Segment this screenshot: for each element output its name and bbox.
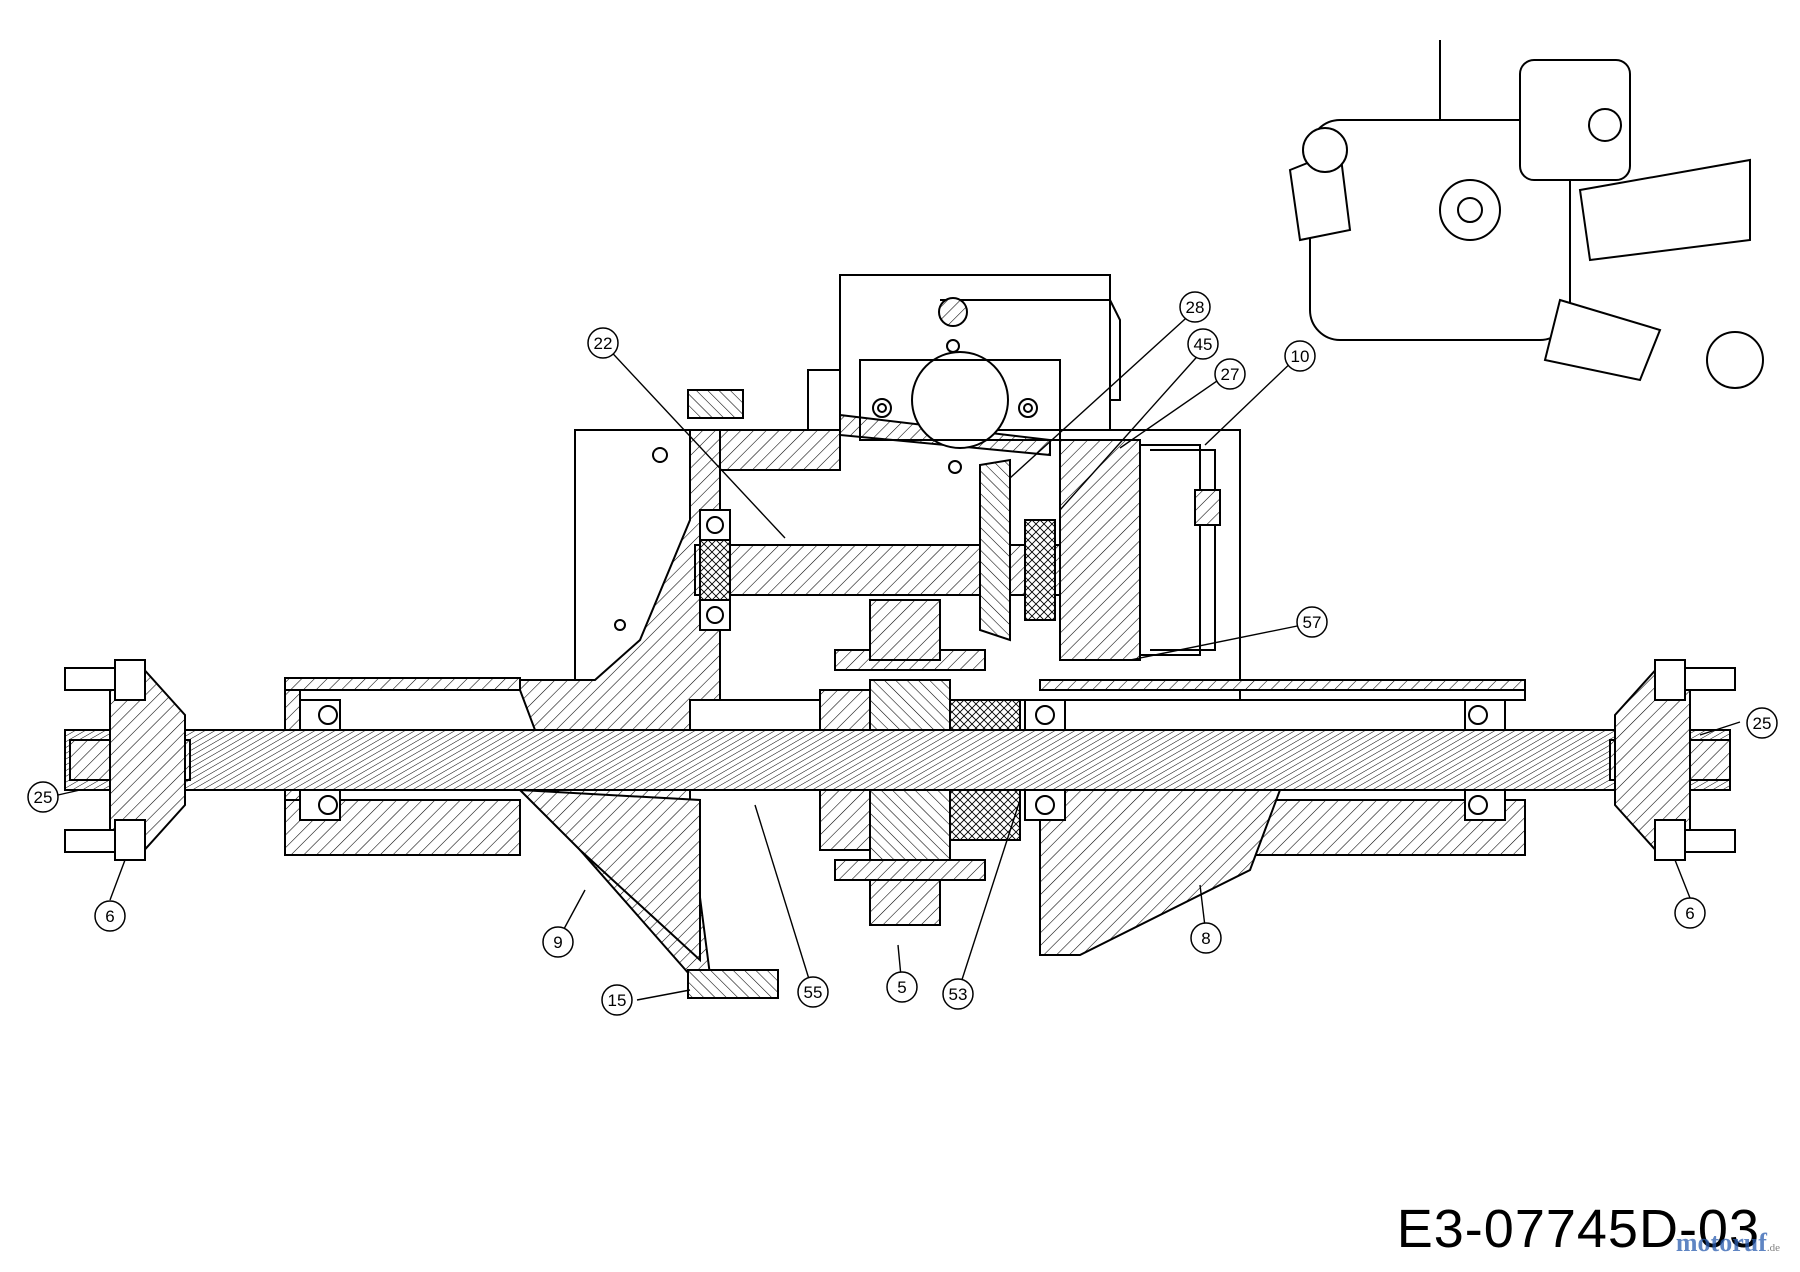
hub-left xyxy=(64,659,186,861)
callout-label: 22 xyxy=(594,334,613,353)
callout-circle xyxy=(1190,922,1222,954)
callout-label: 28 xyxy=(1186,298,1205,317)
callout-53: 53 xyxy=(942,978,974,1010)
callout-5: 5 xyxy=(886,971,918,1003)
callout-label: 5 xyxy=(897,978,906,997)
callout-label: 25 xyxy=(1753,714,1772,733)
callout-6-right: 6 xyxy=(1674,897,1706,929)
watermark-logo: motoruf.de xyxy=(1676,1228,1780,1258)
callout-label: 15 xyxy=(608,991,627,1010)
callout-circle xyxy=(1674,897,1706,929)
callout-8: 8 xyxy=(1190,922,1222,954)
callout-circle xyxy=(1187,328,1219,360)
callout-label: 10 xyxy=(1291,347,1310,366)
callout-57: 57 xyxy=(1296,606,1328,638)
leader-lines xyxy=(57,309,1741,1001)
watermark-tld: .de xyxy=(1766,1242,1780,1254)
callout-45: 45 xyxy=(1187,328,1219,360)
callout-label: 45 xyxy=(1194,335,1213,354)
callout-label: 57 xyxy=(1303,613,1322,632)
callout-label: 9 xyxy=(553,933,562,952)
hub-right xyxy=(1614,659,1736,861)
case-bolts xyxy=(687,389,779,999)
callout-circle xyxy=(1746,707,1778,739)
bearings xyxy=(299,509,1506,821)
callout-9: 9 xyxy=(542,926,574,958)
axle-shaft xyxy=(64,729,1731,791)
housing-left-half xyxy=(284,429,721,976)
callout-10: 10 xyxy=(1284,340,1316,372)
callout-circle xyxy=(94,900,126,932)
housing-right-half xyxy=(1039,679,1526,956)
callout-label: 6 xyxy=(1685,904,1694,923)
watermark-text: motoruf xyxy=(1675,1228,1767,1257)
callout-27: 27 xyxy=(1214,358,1246,390)
callout-label: 55 xyxy=(804,983,823,1002)
callout-circle xyxy=(1214,358,1246,390)
callout-28: 28 xyxy=(1179,291,1211,323)
isometric-inset xyxy=(1288,40,1764,389)
callout-6-left: 6 xyxy=(94,900,126,932)
callout-label: 27 xyxy=(1221,365,1240,384)
callout-circle xyxy=(797,976,829,1008)
callout-15: 15 xyxy=(601,984,633,1016)
callout-circle xyxy=(1179,291,1211,323)
callout-circle xyxy=(601,984,633,1016)
callout-circle xyxy=(886,971,918,1003)
callout-circle xyxy=(1296,606,1328,638)
callout-22: 22 xyxy=(587,327,619,359)
callout-circle xyxy=(942,978,974,1010)
callout-25-left: 25 xyxy=(27,781,59,813)
callout-label: 8 xyxy=(1201,929,1210,948)
callout-circle xyxy=(542,926,574,958)
callout-25-right: 25 xyxy=(1746,707,1778,739)
drawing-code: E3-07745D-03 xyxy=(1396,1199,1760,1259)
callout-label: 6 xyxy=(105,907,114,926)
callout-circle xyxy=(587,327,619,359)
callout-55: 55 xyxy=(797,976,829,1008)
callout-circle xyxy=(27,781,59,813)
callout-label: 53 xyxy=(949,985,968,1004)
callout-circle xyxy=(1284,340,1316,372)
callout-label: 25 xyxy=(34,788,53,807)
